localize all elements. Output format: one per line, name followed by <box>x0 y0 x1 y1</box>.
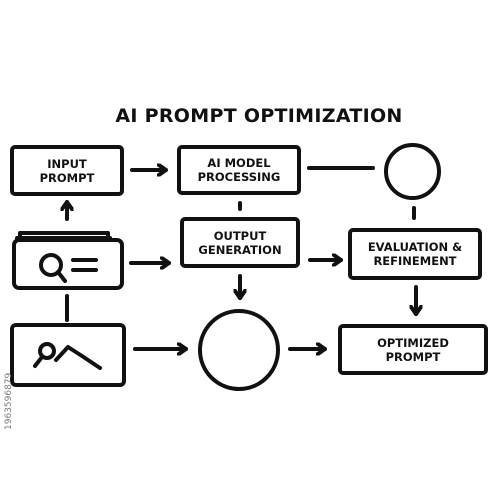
optimized-prompt-node: OPTIMIZED PROMPT <box>338 324 488 375</box>
output-circle-node <box>198 309 280 391</box>
diagram-title: AI PROMPT OPTIMIZATION <box>115 105 403 127</box>
search-graph-icon <box>10 323 126 387</box>
input-prompt-label: INPUT PROMPT <box>39 156 95 185</box>
evaluation-circle-node <box>384 143 441 200</box>
ai-model-processing-node: AI MODEL PROCESSING <box>177 145 301 195</box>
output-generation-node: OUTPUT GENERATION <box>180 217 300 268</box>
ai-model-processing-label: AI MODEL PROCESSING <box>197 156 281 184</box>
document-search-icon <box>12 231 124 290</box>
optimized-prompt-label: OPTIMIZED PROMPT <box>377 335 449 364</box>
input-prompt-node: INPUT PROMPT <box>10 145 124 196</box>
watermark-id: 1963596879 <box>4 372 14 430</box>
evaluation-refinement-label: EVALUATION & REFINEMENT <box>367 240 463 268</box>
output-generation-label: OUTPUT GENERATION <box>198 228 282 257</box>
evaluation-refinement-node: EVALUATION & REFINEMENT <box>348 228 482 280</box>
